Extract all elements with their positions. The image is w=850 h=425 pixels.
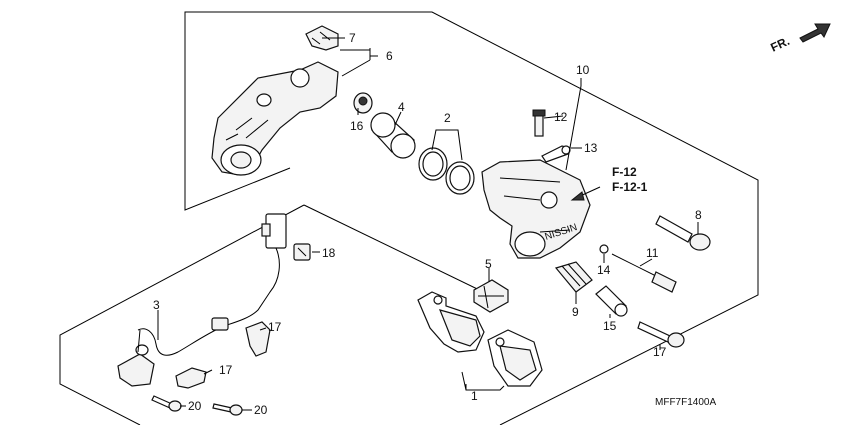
boot [353,92,373,114]
reference-arrow [570,186,601,201]
sensor-assembly-outline [59,204,305,425]
sensor-bolt-left [151,395,182,412]
callout-17-lower: 17 [219,363,233,377]
callout-16: 16 [350,119,364,133]
speed-sensor [117,317,229,387]
callout-13: 13 [584,141,598,155]
callout-8: 8 [695,208,702,222]
callout-17-upper: 17 [268,320,282,334]
lower-box-line [303,204,501,301]
wire-clamp [293,243,311,261]
callout-11: 11 [646,246,659,260]
piston [370,112,416,159]
pin-bolt [611,253,677,293]
washer [599,244,609,254]
brake-pads [417,291,543,387]
collar [595,285,628,317]
callout-6: 6 [386,49,393,63]
front-direction-indicator: FR. [768,23,831,55]
callout-19: 18 [322,246,336,260]
callout-12: 12 [554,110,568,124]
direction-label: FR. [768,34,791,55]
sensor-connector [223,213,287,327]
callout-20-right: 20 [254,403,268,417]
pin-sleeve [554,261,593,293]
leader-lines [157,37,699,411]
caliper-body: NISSIN [481,159,591,259]
front-arrow-icon [799,23,831,43]
callout-2: 2 [444,111,451,125]
pad-pin [655,215,711,251]
caliper-bracket [211,61,339,176]
ref-code-f12: F-12 [612,165,637,179]
callout-7: 7 [349,31,356,45]
callout-1: 1 [471,389,478,403]
bleeder-screw [532,109,546,137]
callout-labels: 7 6 16 4 2 10 12 13 F-12 F-12-1 8 11 14 … [153,31,716,417]
callout-10: 10 [576,63,590,77]
pad-spring [473,279,509,313]
sensor-bolt-right [212,403,243,416]
callout-14: 14 [597,263,611,277]
piston-seals [418,147,475,195]
callout-15: 15 [603,319,617,333]
ref-code-f12-1: F-12-1 [612,180,648,194]
caliper-assembly-outline [184,11,759,425]
diagram-code: MFF7F1400A [655,397,716,408]
callout-3: 3 [153,298,160,312]
bleeder-cap [541,145,571,163]
callout-5: 5 [485,257,492,271]
callout-20-left: 20 [188,399,202,413]
sensor-clamp-lower [175,367,207,389]
mounting-bolt [637,321,685,348]
callout-18: 17 [653,345,667,359]
callout-9: 9 [572,305,579,319]
callout-4: 4 [398,100,405,114]
sensor-clamp-upper [245,321,271,357]
